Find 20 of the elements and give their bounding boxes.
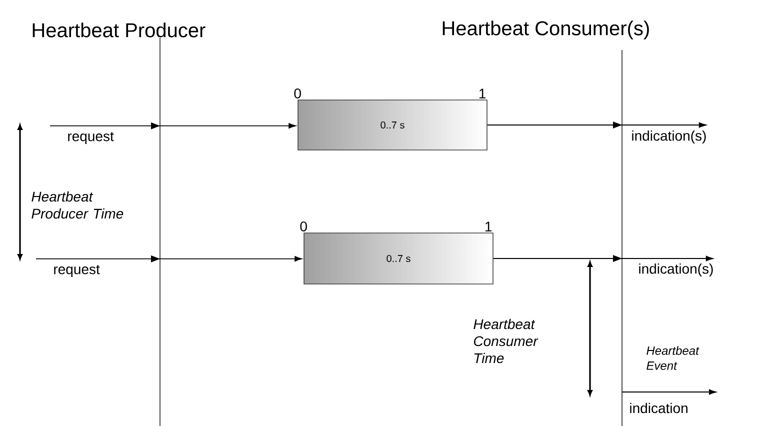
signal-label: indication(s) xyxy=(632,130,706,144)
tick-label: 1 xyxy=(486,222,492,232)
tick-label: 0 xyxy=(300,221,307,232)
text-label: Heartbeat Consumer(s) xyxy=(442,20,649,40)
text-label: Heartbeat Producer xyxy=(32,22,206,38)
signal-label: indication(s) xyxy=(639,263,713,277)
text-label: Heartbeat Producer Time xyxy=(32,191,124,219)
process-box: 0..7 s xyxy=(298,100,488,150)
text-label: indication xyxy=(630,402,688,414)
tick-label: 1 xyxy=(480,88,486,98)
arrow xyxy=(50,122,296,130)
arrow xyxy=(492,255,714,262)
process-box: 0..7 s xyxy=(304,232,494,284)
signal-label: request xyxy=(68,132,114,144)
signal-label: request xyxy=(54,265,100,277)
text-label: Heartbeat Event xyxy=(646,346,700,370)
text-label: Heartbeat Consumer Time xyxy=(474,318,538,364)
tick-label: 0 xyxy=(294,88,301,98)
arrow xyxy=(486,122,706,128)
arrow xyxy=(36,255,302,262)
